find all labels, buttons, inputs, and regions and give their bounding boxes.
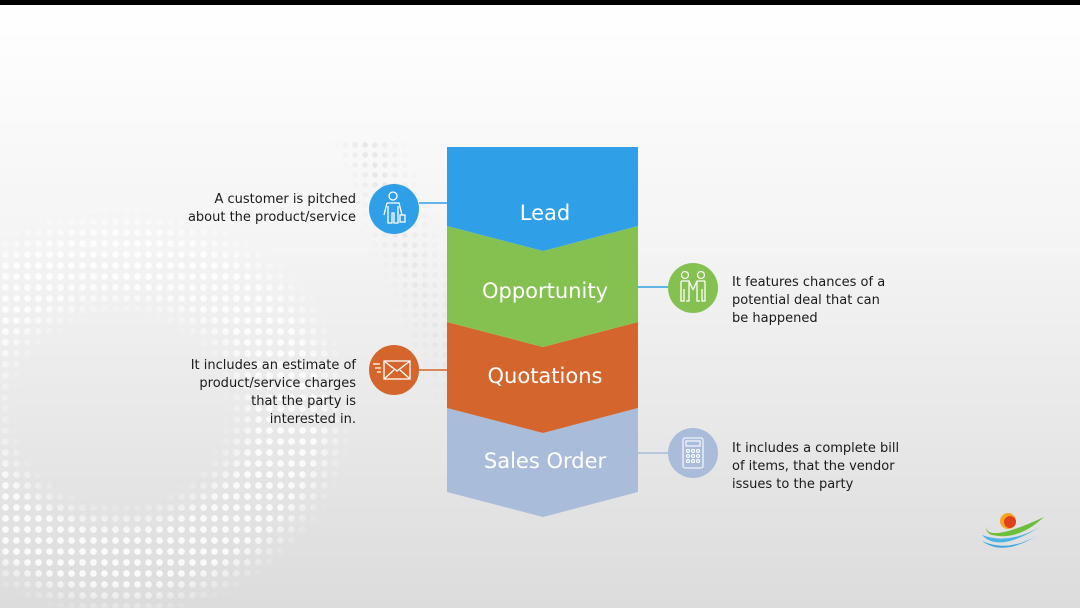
description-line: interested in. [269, 412, 356, 427]
handshake-icon [668, 263, 718, 313]
description-line: It features chances of a [732, 275, 886, 290]
stage-lead-chevron [447, 147, 638, 251]
stage-quotations-label: Quotations [488, 364, 603, 388]
lead-description: A customer is pitched about the product/… [188, 191, 356, 227]
stage-lead-label: Lead [520, 201, 570, 225]
description-line: potential deal that can [732, 293, 880, 308]
description-line: be happened [732, 311, 818, 326]
calculator-icon [668, 428, 718, 478]
top-bar [0, 0, 1080, 5]
description-line: issues to the party [732, 477, 854, 492]
description-line: product/service charges [199, 376, 356, 391]
description-line: It includes a complete bill [732, 441, 900, 456]
person-with-bag-icon [369, 184, 419, 234]
sales-order-description: It includes a complete bill of items, th… [732, 440, 899, 494]
description-line: of items, that the vendor [732, 459, 895, 474]
envelope-icon [369, 345, 419, 395]
stage-sales-order-chevron [447, 408, 638, 517]
description-line: A customer is pitched [214, 192, 357, 207]
stage-sales-order-label: Sales Order [484, 449, 607, 473]
stage-quotations-chevron [447, 322, 638, 433]
quotations-description: It includes an estimate of product/servi… [191, 357, 356, 429]
stage-opportunity-chevron [447, 226, 638, 347]
opportunity-description: It features chances of a potential deal … [732, 274, 885, 328]
brand-logo [982, 513, 1044, 548]
description-line: about the product/service [187, 210, 356, 225]
stage-opportunity-label: Opportunity [482, 279, 608, 303]
description-line: that the party is [251, 394, 356, 409]
description-line: It includes an estimate of [190, 358, 356, 373]
